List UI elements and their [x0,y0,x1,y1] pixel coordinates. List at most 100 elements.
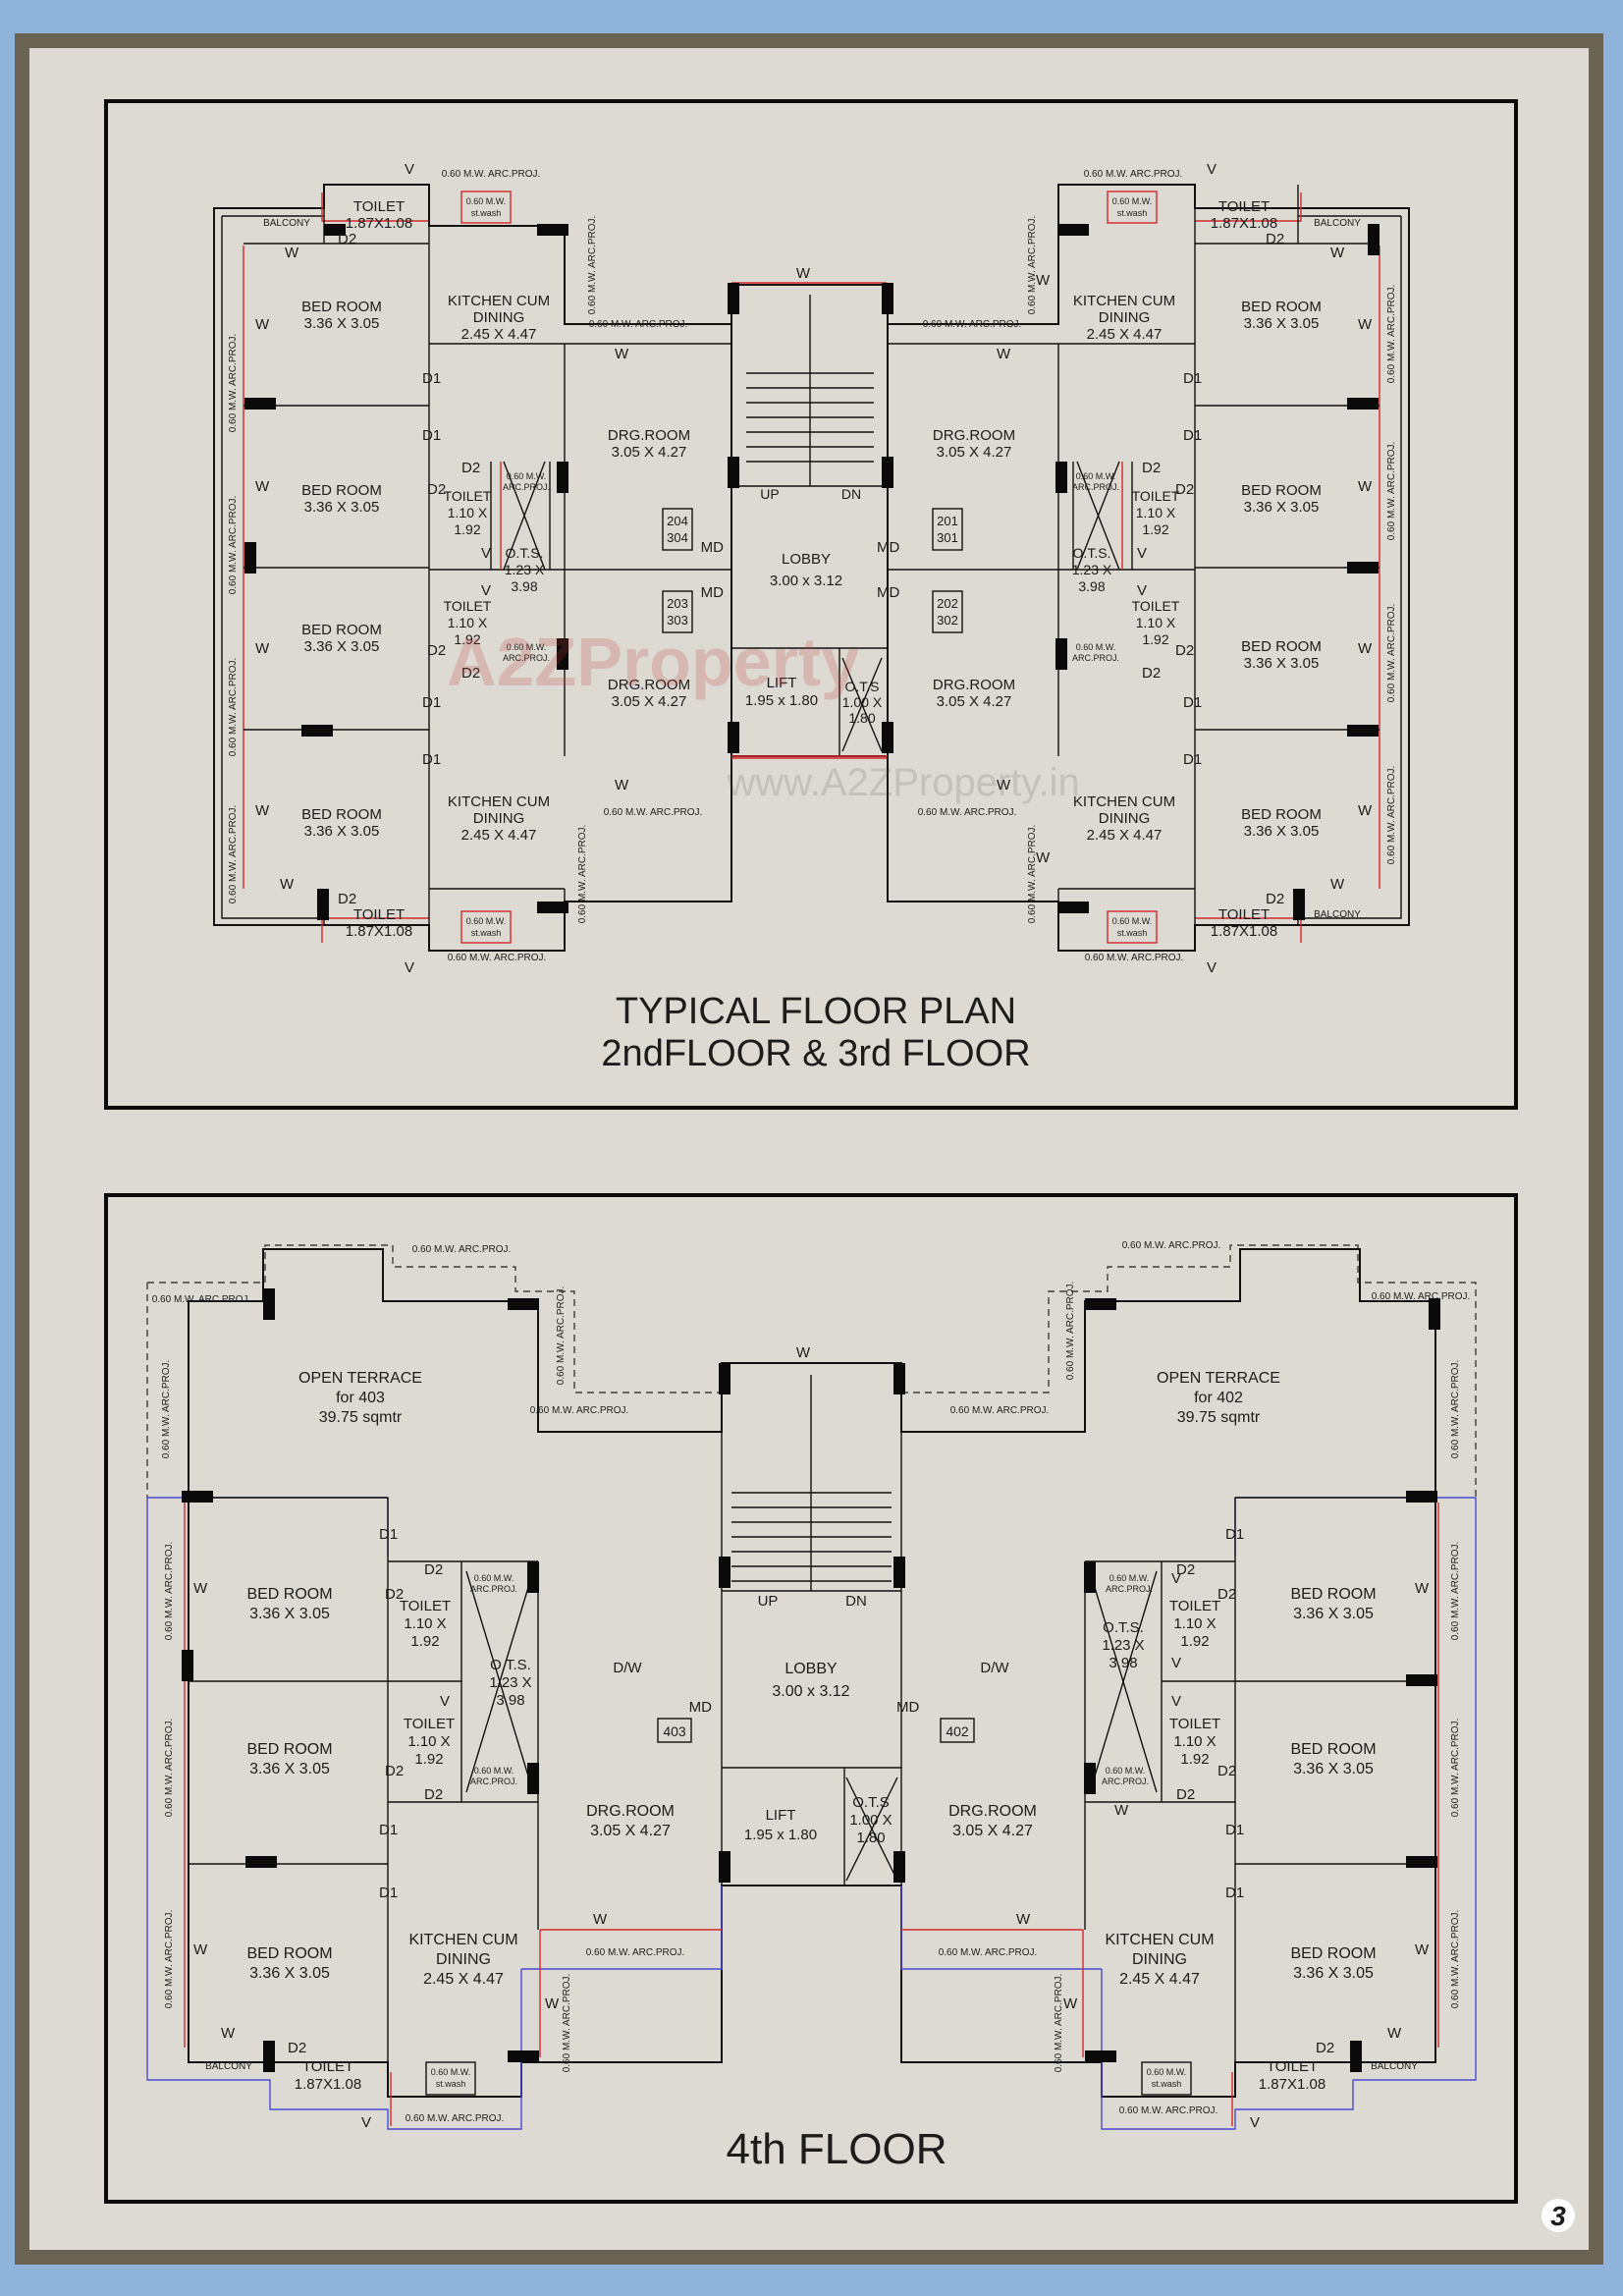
door-code: D2 [1175,642,1194,659]
fourth-floor-plan: OPEN TERRACE for 403 39.75 sqmtr OPEN TE… [146,1240,1477,2173]
bedroom-size: 3.36 X 3.05 [304,823,380,840]
kitchen-label: DINING [436,1951,491,1968]
fourth-projection-dashed [146,1244,1477,1498]
ventilator-code: V [440,1693,450,1710]
arc-proj-label: ARC.PROJ. [1072,653,1119,663]
ots-size: 1.23 X [1072,562,1112,577]
drg-room-size: 3.05 X 4.27 [612,444,687,461]
window-code: W [1415,1941,1430,1958]
drg-room-label: DRG.ROOM [933,427,1015,444]
toilet-label: TOILET [444,488,492,504]
drg-room-size: 3.05 X 4.27 [612,693,687,710]
kitchen-size: 2.45 X 4.47 [461,827,537,844]
window-code: W [285,245,299,261]
fourth-door-window-codes: W W W W W W W W W W W W V V V V V V D1 D… [193,1344,1430,2131]
bedroom-label: BED ROOM [1241,638,1322,655]
kitchen-label: DINING [473,810,525,827]
drawing-paper [29,48,1589,2250]
kitchen-label: KITCHEN CUM [448,793,550,810]
door-code: D1 [422,427,441,444]
bedroom-size: 3.36 X 3.05 [1293,1965,1374,1982]
projection-label: 0.60 M.W. ARC.PROJ. [1372,1291,1471,1302]
bedroom-labels-left: BED ROOM 3.36 X 3.05 BED ROOM 3.36 X 3.0… [301,299,382,840]
projection-label: 0.60 M.W. ARC.PROJ. [228,334,239,433]
stair-up-label: UP [758,1593,779,1610]
fourth-floor-frame [104,1193,1518,2204]
window-code: W [193,1580,208,1597]
door-code: D2 [427,481,446,498]
projection-label: 0.60 M.W. ARC.PROJ. [1122,1240,1221,1251]
small-toilet-labels: TOILET 1.10 X 1.92 TOILET 1.10 X 1.92 TO… [444,488,1180,647]
arc-proj-label: 0.60 M.W. [1076,471,1116,481]
typical-plan-frame [104,99,1518,1110]
arc-proj-label: 0.60 M.W. [1106,1766,1146,1776]
toilet-size: 1.92 [454,521,480,537]
lift-size: 1.95 x 1.80 [744,1827,817,1843]
toilet-size: 1.92 [1142,521,1168,537]
projection-label: 0.60 M.W. ARC.PROJ. [406,2113,505,2124]
main-door-code: MD [877,539,899,556]
fourth-outer-wall [188,1248,1436,2098]
window-code: W [255,640,270,657]
kitchen-label: KITCHEN CUM [1073,293,1175,309]
ventilator-code: V [1250,2114,1260,2131]
bedroom-label: BED ROOM [301,482,382,499]
window-code: W [1330,876,1345,893]
main-door-code: MD [701,539,724,556]
projection-label: 0.60 M.W. ARC.PROJ. [161,1360,172,1459]
fourth-partitions [189,1363,1435,2062]
door-code: D2 [385,1586,404,1603]
lobby-size: 3.00 x 3.12 [770,573,842,589]
projection-label: 0.60 M.W. ARC.PROJ. [589,319,688,330]
toilet-label: TOILET [1169,1598,1220,1614]
balcony-label: BALCONY [1314,909,1361,920]
unit-number: 203 [667,596,688,611]
toilet-size: 1.10 X [448,615,488,630]
ventilator-code: V [405,959,414,976]
ventilator-code: V [1171,1570,1181,1587]
arc-proj-label: ARC.PROJ. [1106,1584,1153,1594]
arc-proj-label: 0.60 M.W. [1109,1573,1150,1583]
door-code: D2 [338,891,356,907]
bedroom-label: BED ROOM [1290,1741,1376,1758]
terrace-label: OPEN TERRACE [298,1370,422,1387]
projection-label: 0.60 M.W. ARC.PROJ. [604,807,703,818]
ventilator-code: V [481,582,491,599]
ots-size: 1.23 X [1102,1637,1144,1654]
st-wash-label: st.wash [1117,208,1148,218]
door-code: D1 [1183,370,1202,387]
door-code: D1 [422,751,441,768]
door-code: D1 [379,1526,398,1543]
window-code: W [593,1911,608,1928]
bedroom-size: 3.36 X 3.05 [249,1965,330,1982]
toilet-label: TOILET [400,1598,451,1614]
door-code: D2 [385,1763,404,1779]
st-wash-label: 0.60 M.W. [431,2067,471,2077]
window-code: W [1358,640,1373,657]
arc-proj-label: 0.60 M.W. [474,1766,514,1776]
bedroom-label: BED ROOM [301,806,382,823]
fourth-projection-labels: 0.60 M.W. ARC.PROJ. 0.60 M.W. ARC.PROJ. … [152,1240,1471,2124]
fourth-toilet-labels: TOILET 1.10 X 1.92 TOILET 1.10 X 1.92 TO… [295,1598,1325,2093]
fourth-kitchen-labels: KITCHEN CUM DINING 2.45 X 4.47 KITCHEN C… [408,1932,1214,1988]
unit-number: 202 [937,596,958,611]
projection-label: 0.60 M.W. ARC.PROJ. [164,1719,175,1818]
ventilator-code: V [481,545,491,562]
arc-proj-label: ARC.PROJ. [503,482,550,492]
st-wash-label: 0.60 M.W. [466,196,507,206]
window-code: W [1415,1580,1430,1597]
window-code: W [1036,849,1051,866]
drg-room-label: DRG.ROOM [933,677,1015,693]
projection-label: 0.60 M.W. ARC.PROJ. [950,1405,1050,1416]
door-code: D2 [1266,891,1284,907]
fourth-ots-crosses [465,1570,1158,1882]
door-code: D2 [1175,481,1194,498]
drg-room-label: DRG.ROOM [608,677,690,693]
st-wash-label: st.wash [471,208,502,218]
ventilator-code: V [1137,545,1147,562]
projection-label: 0.60 M.W. ARC.PROJ. [1450,1360,1461,1459]
ots-lift-label: O.T.S [852,1794,890,1811]
bedroom-label: BED ROOM [1241,806,1322,823]
balcony-labels: BALCONY BALCONY BALCONY [263,218,1361,920]
projection-label: 0.60 M.W. ARC.PROJ. [562,1974,572,2073]
